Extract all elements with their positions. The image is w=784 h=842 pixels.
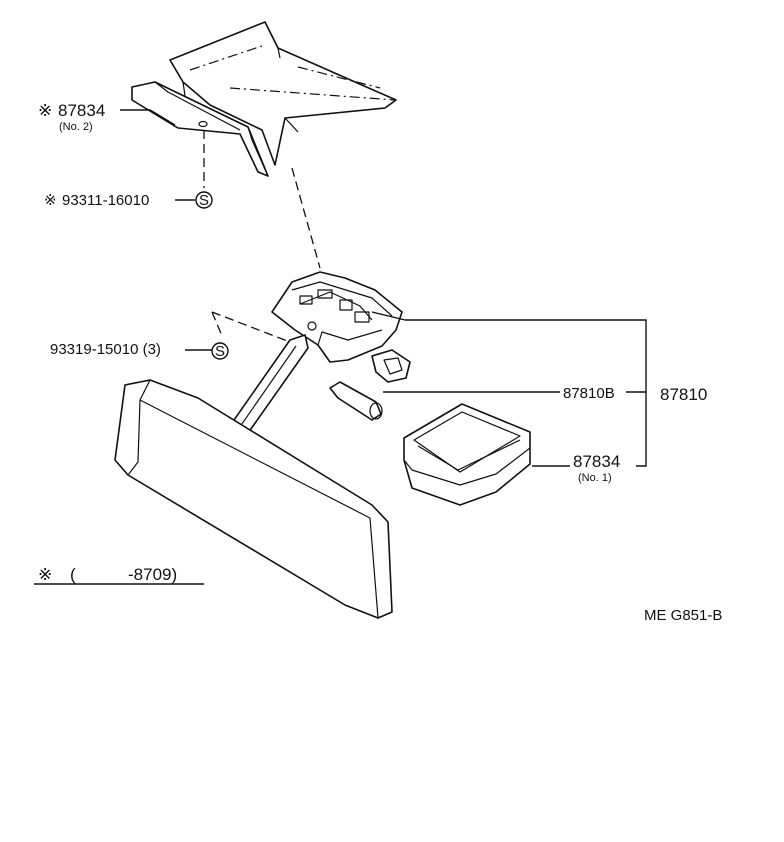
lamp-housing xyxy=(271,271,403,363)
cover-part-number: 87834 xyxy=(573,452,620,471)
roof-panel xyxy=(169,21,397,166)
bulb-part-number: 87810B xyxy=(563,385,615,402)
roof-to-lamp-leader xyxy=(291,167,321,269)
rear-view-mirror xyxy=(114,379,393,619)
drawing-code: ME G851-B xyxy=(644,607,722,624)
screw-top-letter: S xyxy=(199,192,209,209)
lamp-cover-no1 xyxy=(403,403,531,506)
bracket-leader xyxy=(120,109,176,126)
screw-side-leader xyxy=(211,311,291,343)
screw-top-symbol xyxy=(195,191,213,209)
screw-side-letter: S xyxy=(215,343,225,360)
screw-side-symbol xyxy=(211,342,229,360)
screw-top-part-number: 93311-16010 xyxy=(62,192,149,209)
note-mark-bracket: ※ xyxy=(38,101,52,120)
assembly-bracket xyxy=(405,319,647,467)
bracket-part-number: 87834 xyxy=(58,101,105,120)
note-mark-screw: ※ xyxy=(44,192,57,209)
bulb xyxy=(329,381,383,421)
bracket-sub-label: (No. 2) xyxy=(59,121,93,133)
screw-side-part-number: 93319-15010 (3) xyxy=(50,341,161,358)
assembly-part-number: 87810 xyxy=(660,385,707,404)
lamp-connector xyxy=(371,349,411,383)
note-range: -8709) xyxy=(128,565,177,584)
assembly-housing-leader xyxy=(371,311,406,321)
cover-sub-label: (No. 1) xyxy=(578,472,612,484)
note-mark-range: ※ xyxy=(38,565,52,584)
bracket-no2 xyxy=(131,81,269,177)
note-open-paren: ( xyxy=(70,565,76,584)
